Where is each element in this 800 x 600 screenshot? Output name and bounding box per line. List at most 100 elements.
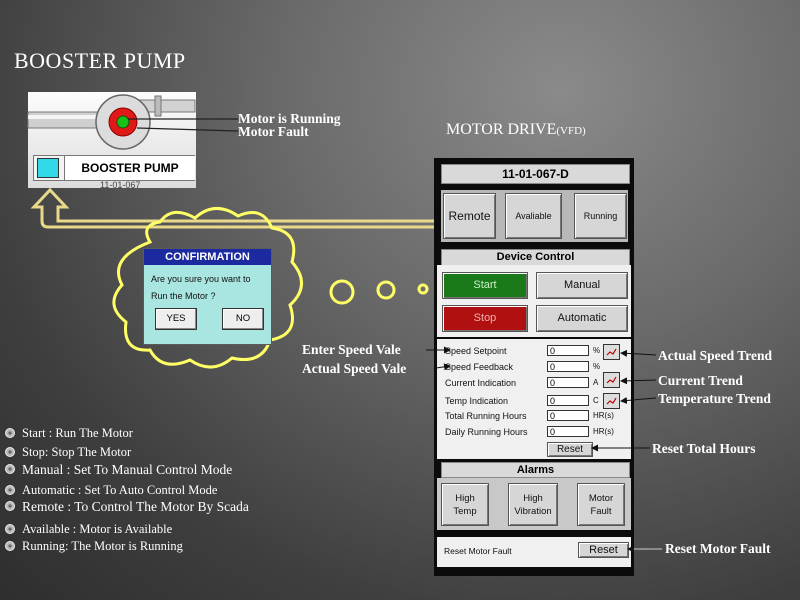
- speed-trend-arrow-icon: [620, 349, 657, 357]
- speed-setpoint-unit: %: [593, 346, 601, 355]
- daily-running-hours-field: 0: [547, 426, 589, 437]
- current-indication-label: Current Indication: [445, 378, 517, 388]
- legend-item: Available : Motor is Available: [5, 522, 173, 537]
- dialog-message: Are you sure you want to Run the Motor ?: [144, 265, 271, 305]
- temp-indication-field: 0: [547, 395, 589, 406]
- dialog-yes-button[interactable]: YES: [155, 308, 197, 330]
- device-control-header: Device Control: [441, 249, 630, 266]
- gear-bullet-icon: [5, 485, 15, 495]
- vfd-title: MOTOR DRIVE(VFD): [446, 121, 586, 139]
- speed-setpoint-input[interactable]: 0: [547, 345, 589, 356]
- speed-feedback-label: Speed Feedback: [445, 362, 514, 372]
- dialog-title: CONFIRMATION: [144, 249, 271, 265]
- speed-feedback-unit: %: [593, 362, 601, 371]
- temperature-trend-arrow-icon: [620, 397, 657, 404]
- start-button[interactable]: Start: [442, 272, 528, 299]
- annotation-motor-fault: Motor Fault: [238, 124, 309, 139]
- trend-chart-icon: [606, 397, 617, 405]
- trend-chart-icon: [606, 348, 617, 356]
- indication-section: [437, 339, 631, 459]
- current-trend-button[interactable]: [603, 372, 620, 388]
- stop-button[interactable]: Stop: [442, 305, 528, 332]
- callout-enter-speed: Enter Speed Vale: [302, 342, 401, 357]
- thought-bubble-medium-icon: [376, 280, 396, 300]
- speed-feedback-field: 0: [547, 361, 589, 372]
- device-id-bar: 11-01-067-D: [441, 164, 630, 184]
- legend-item: Stop: Stop The Motor: [5, 445, 132, 460]
- vfd-title-main: MOTOR DRIVE: [446, 121, 557, 138]
- pump-status-square: [37, 158, 59, 178]
- fault-leader-line: [136, 127, 239, 132]
- gear-bullet-icon: [5, 464, 15, 474]
- legend-text: Remote : To Control The Motor By Scada: [22, 499, 249, 514]
- manual-button[interactable]: Manual: [536, 272, 628, 299]
- current-indication-field: 0: [547, 377, 589, 388]
- legend-text: Stop: Stop The Motor: [22, 445, 132, 459]
- gear-bullet-icon: [5, 541, 15, 551]
- dialog-line-2: Run the Motor ?: [151, 291, 216, 301]
- actual-speed-arrow-icon: [435, 363, 451, 371]
- alarm-motor-fault-line1: Motor: [588, 493, 614, 504]
- alarm-high-temp-line1: High: [455, 493, 475, 504]
- page-title: BOOSTER PUMP: [14, 48, 186, 73]
- legend-text: Running: The Motor is Running: [22, 539, 183, 553]
- total-running-hours-label: Total Running Hours: [445, 411, 527, 421]
- alarm-high-vibration-line1: High: [523, 493, 543, 504]
- inlet-pipe-highlight: [28, 115, 100, 119]
- thought-cloud-icon: [112, 207, 303, 369]
- annotation-motor-running: Motor is Running: [238, 111, 341, 126]
- legend-item: Manual : Set To Manual Control Mode: [5, 462, 233, 478]
- gear-bullet-icon: [5, 428, 15, 438]
- pump-tag: 11-01-067: [100, 180, 141, 190]
- temperature-trend-button[interactable]: [603, 393, 620, 409]
- legend-text: Available : Motor is Available: [22, 522, 173, 536]
- thought-bubble-large-icon: [329, 279, 355, 305]
- outlet-flange: [154, 95, 162, 117]
- temp-indication-unit: C: [593, 396, 599, 405]
- callout-reset-total-hours: Reset Total Hours: [652, 441, 756, 456]
- daily-running-hours-label: Daily Running Hours: [445, 427, 528, 437]
- alarm-high-vibration-line2: Vibration: [514, 506, 552, 517]
- confirmation-dialog: CONFIRMATION Are you sure you want to Ru…: [143, 248, 272, 345]
- running-button[interactable]: Running: [574, 193, 627, 239]
- legend-item: Running: The Motor is Running: [5, 539, 183, 554]
- alarm-motor-fault-line2: Fault: [590, 506, 612, 517]
- link-arrow-icon: [30, 187, 438, 229]
- gear-bullet-icon: [5, 501, 15, 511]
- callout-actual-speed-trend: Actual Speed Trend: [658, 348, 773, 363]
- speed-setpoint-label: Speed Setpoint: [445, 346, 507, 356]
- remote-button[interactable]: Remote: [443, 193, 496, 239]
- gear-bullet-icon: [5, 524, 15, 534]
- alarm-high-temp-line2: Temp: [453, 506, 477, 517]
- legend-text: Start : Run The Motor: [22, 426, 133, 440]
- total-running-hours-field: 0: [547, 410, 589, 421]
- reset-motor-fault-label: Reset Motor Fault: [444, 546, 512, 556]
- dialog-line-1: Are you sure you want to: [151, 274, 251, 284]
- callout-temperature-trend: Temperature Trend: [658, 391, 771, 406]
- motor-running-indicator-icon: [116, 115, 130, 129]
- speed-trend-button[interactable]: [603, 344, 620, 360]
- legend-text: Manual : Set To Manual Control Mode: [22, 462, 233, 477]
- callout-current-trend: Current Trend: [658, 373, 743, 388]
- alarms-header: Alarms: [441, 462, 630, 478]
- legend-item: Remote : To Control The Motor By Scada: [5, 499, 249, 515]
- trend-chart-icon: [606, 376, 617, 384]
- pump-status-label[interactable]: BOOSTER PUMP: [33, 155, 195, 181]
- callout-reset-motor-fault: Reset Motor Fault: [665, 541, 771, 556]
- dialog-no-button[interactable]: NO: [222, 308, 264, 330]
- temp-indication-label: Temp Indication: [445, 396, 509, 406]
- alarm-high-temp: High Temp: [441, 483, 489, 526]
- current-trend-arrow-icon: [620, 377, 657, 385]
- total-running-hours-unit: HR(s): [593, 411, 614, 420]
- legend-item: Automatic : Set To Auto Control Mode: [5, 483, 217, 498]
- alarm-high-vibration: High Vibration: [508, 483, 558, 526]
- automatic-button[interactable]: Automatic: [536, 305, 628, 332]
- available-button[interactable]: Avaliable: [505, 193, 562, 239]
- pump-label-text: BOOSTER PUMP: [64, 156, 195, 180]
- alarm-motor-fault: Motor Fault: [577, 483, 625, 526]
- daily-running-hours-unit: HR(s): [593, 427, 614, 436]
